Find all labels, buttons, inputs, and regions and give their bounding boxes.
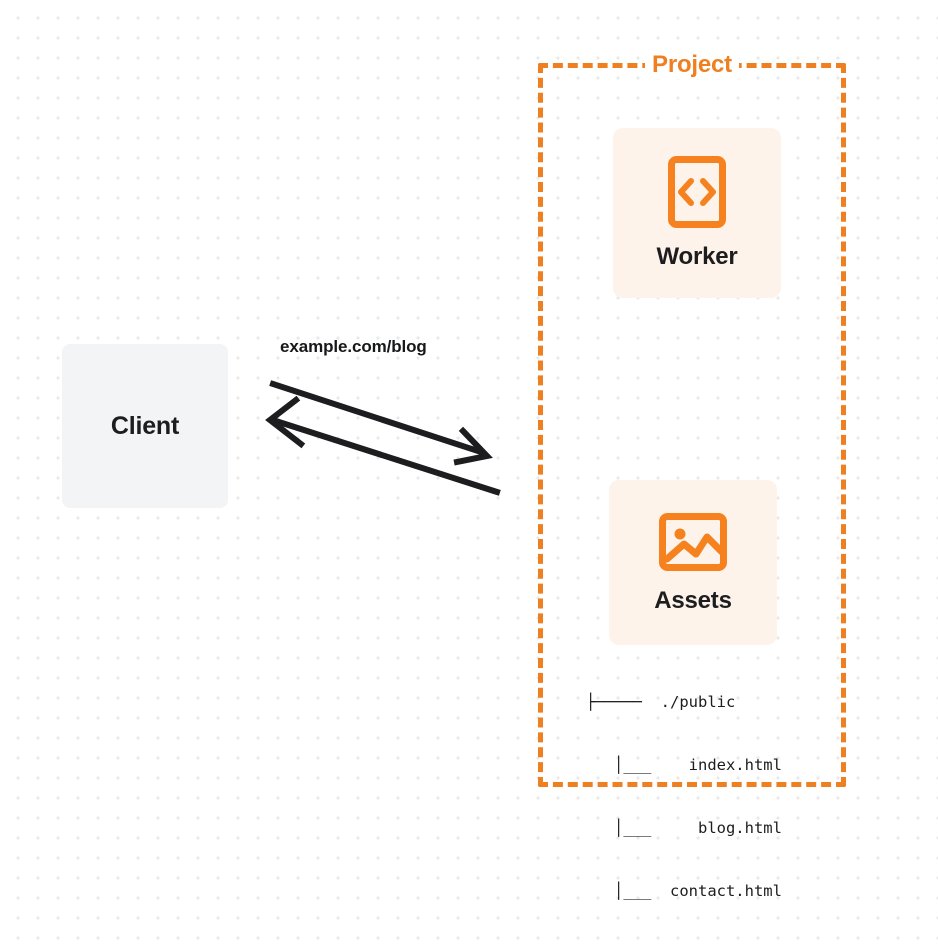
node-assets[interactable]: Assets [609, 480, 777, 645]
project-title: Project [645, 51, 739, 79]
node-client[interactable]: Client [62, 344, 228, 508]
node-client-label: Client [110, 411, 180, 440]
node-worker-label: Worker [656, 243, 738, 270]
file-tree-line-blog: │___ blog.html [586, 819, 782, 837]
file-tree-line-index: │___ index.html [586, 756, 782, 774]
diagram-canvas: Client example.com/blog Project Worker [62, 51, 846, 900]
project-container: Project [538, 51, 846, 787]
image-icon [659, 512, 727, 571]
file-tree-line-root: ├───── ./public [586, 693, 736, 711]
node-worker[interactable]: Worker [613, 128, 781, 298]
edge-label-request-url: example.com/blog [280, 337, 427, 356]
arrow-client-to-project [269, 380, 493, 466]
arrow-project-to-client [265, 395, 501, 496]
node-assets-label: Assets [654, 586, 732, 614]
file-tree-line-contact: │___ contact.html [586, 882, 782, 900]
code-brackets-icon [668, 156, 726, 228]
assets-file-tree: ├───── ./public │___ index.html │___ blo… [586, 650, 782, 944]
